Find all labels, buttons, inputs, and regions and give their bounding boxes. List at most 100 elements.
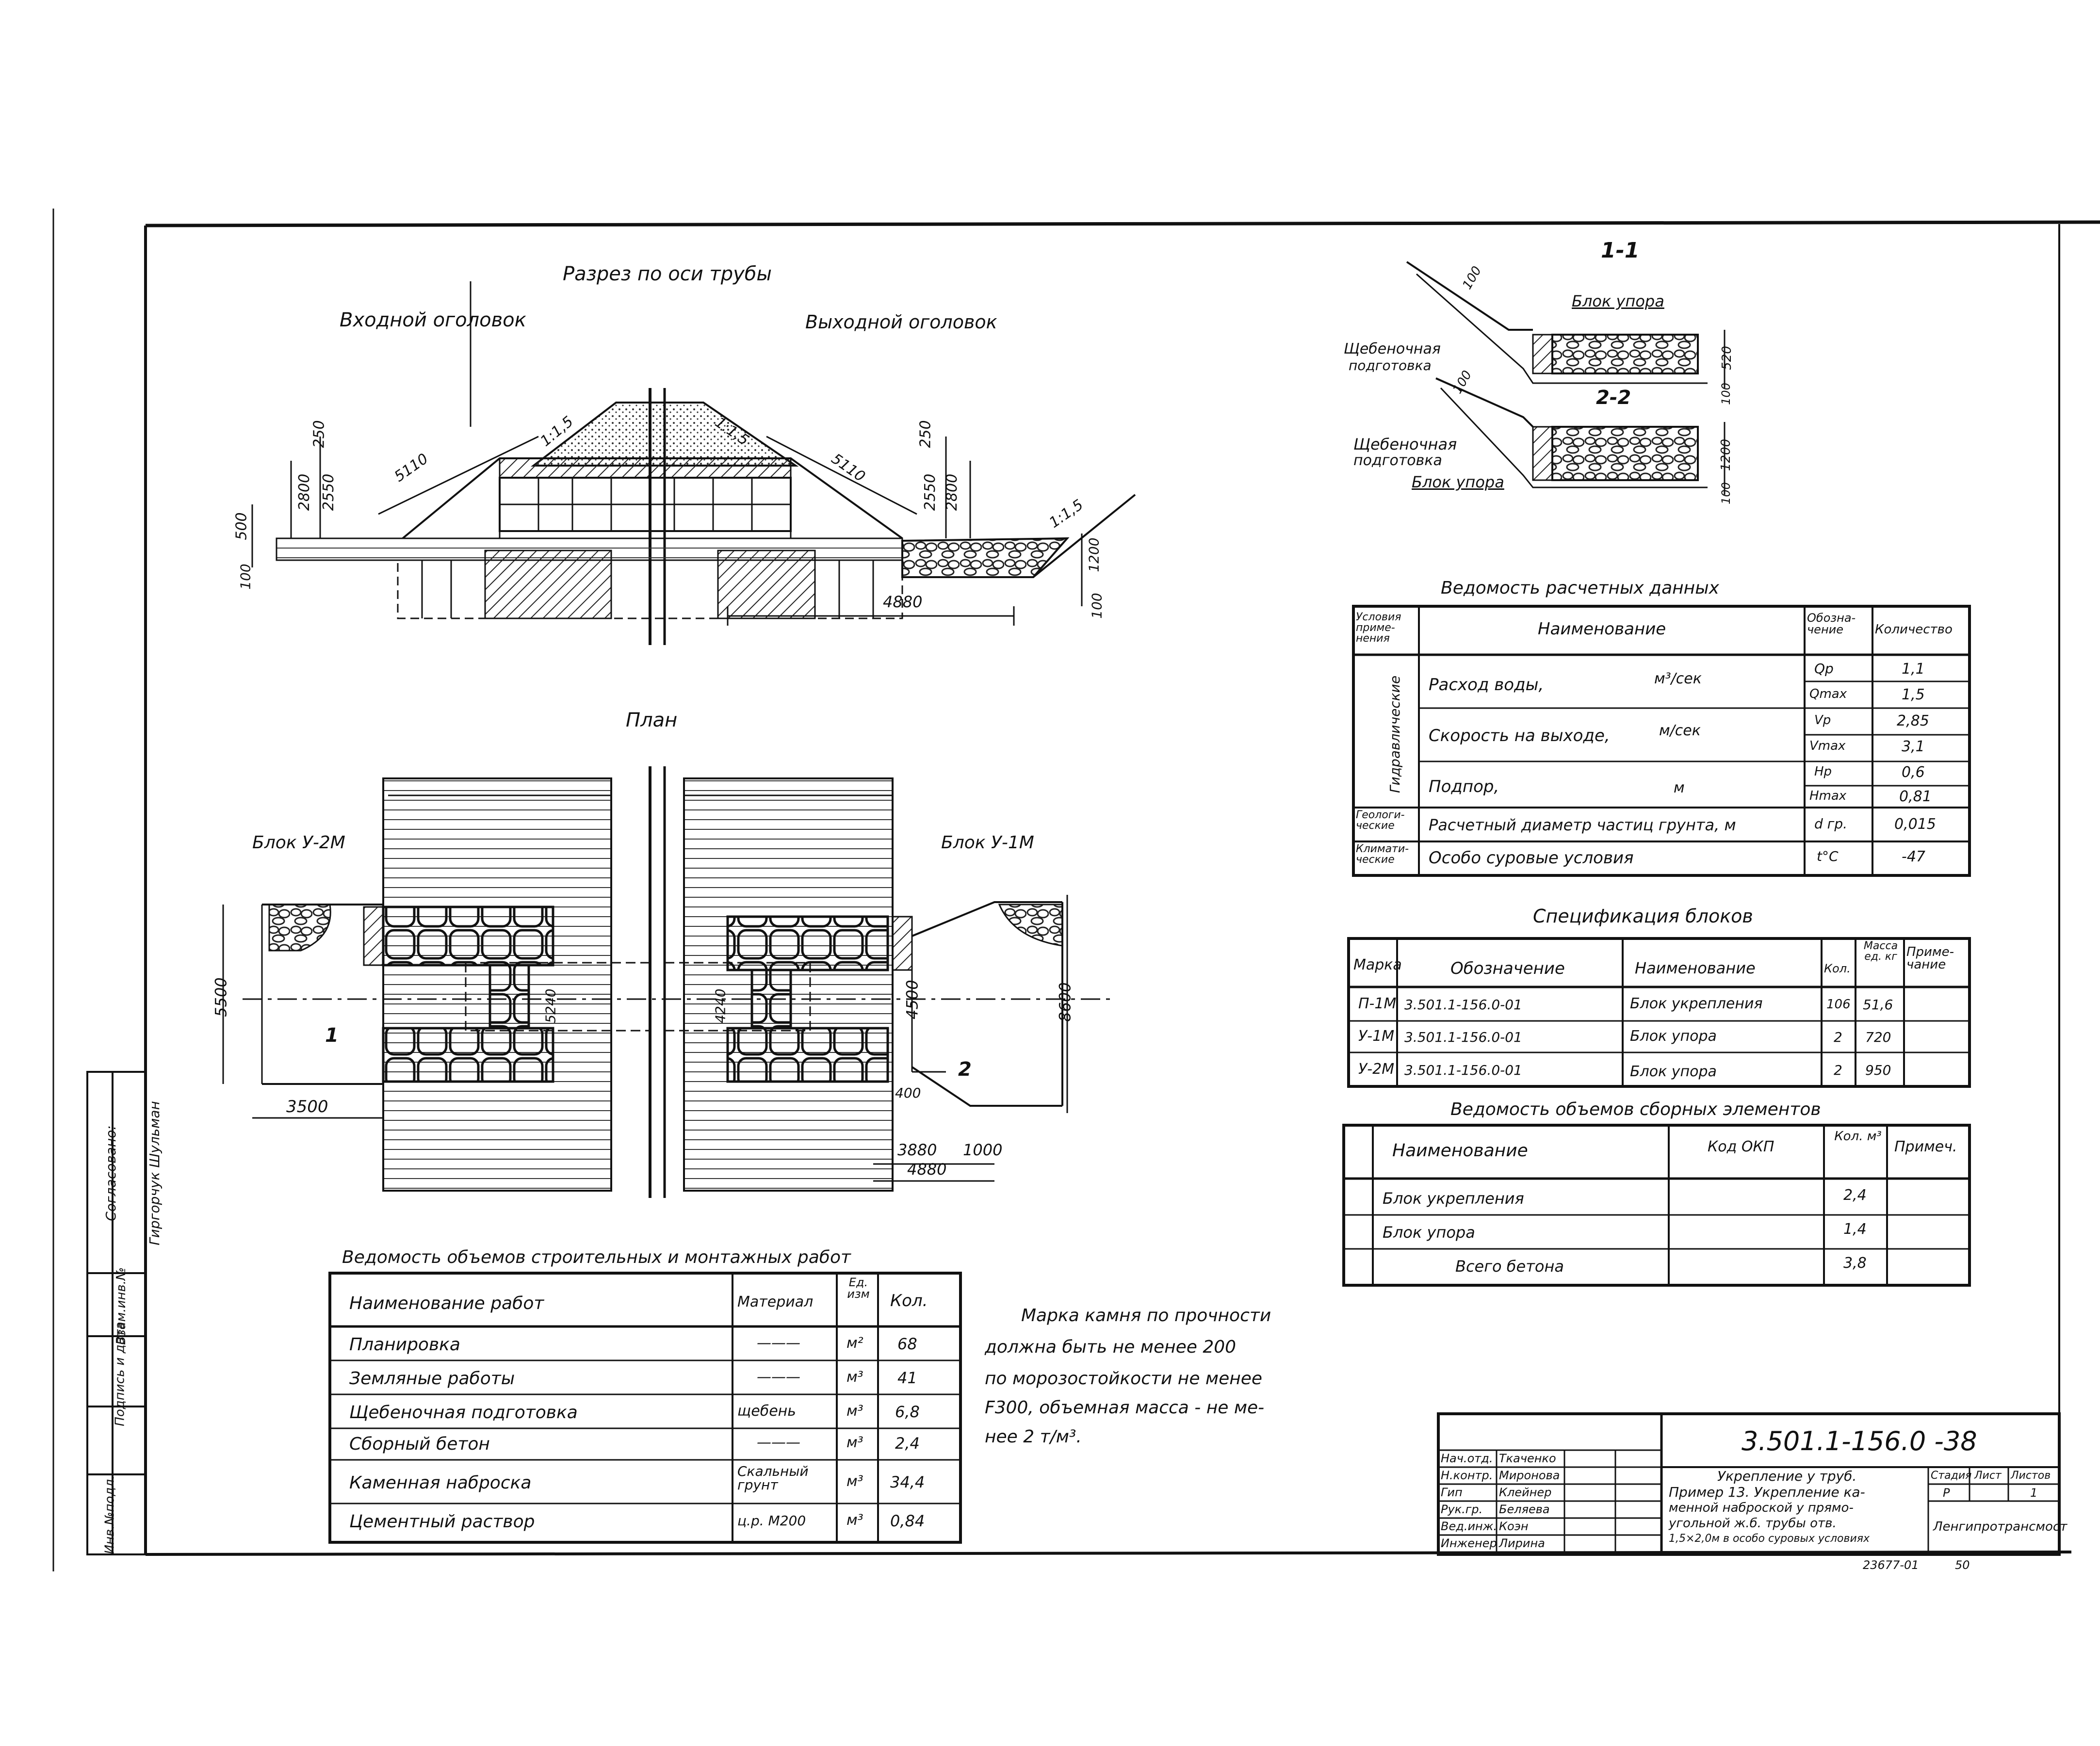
spec-row-mass: 51,6 — [1863, 997, 1893, 1013]
works-row-unit: м³ — [847, 1369, 863, 1386]
vol-header-note: Примеч. — [1894, 1138, 1957, 1155]
calc-row-name: Скорость на выходе, — [1429, 726, 1610, 745]
spec-header-name: Наименование — [1635, 959, 1756, 977]
calc-row-qty: 1,1 — [1902, 661, 1925, 678]
note-line-1: Марка камня по прочности — [1021, 1306, 1271, 1326]
dim-4240: 4240 — [712, 988, 729, 1023]
spec-row-code: 3.501.1-156.0-01 — [1404, 1029, 1522, 1045]
outlet-label: Выходной оголовок — [805, 311, 997, 333]
works-row-unit: м³ — [847, 1403, 863, 1420]
stamp-name: Клейнер — [1499, 1486, 1552, 1499]
dim-2800-right: 2800 — [944, 473, 961, 511]
works-row-qty: 41 — [897, 1369, 917, 1387]
works-row-qty: 68 — [897, 1335, 917, 1353]
gravel-1-label-b: подготовка — [1349, 357, 1432, 373]
plan-title: План — [626, 709, 678, 731]
calc-row-name: Расход воды, — [1429, 675, 1544, 695]
side-sign: Подпись и дата — [113, 1322, 128, 1426]
dim-1-1-520: 520 — [1719, 346, 1734, 370]
spec-row-mark: П-1М — [1358, 995, 1397, 1012]
gravel-2-label-a: Щебеночная — [1353, 435, 1457, 453]
section-1-1-title: 1-1 — [1601, 238, 1640, 263]
works-row-unit: м³ — [847, 1473, 863, 1490]
spec-header-code: Обозначение — [1450, 959, 1565, 978]
spec-row-qty: 106 — [1826, 997, 1851, 1012]
stamp-organization: Ленгипротрансмост — [1933, 1520, 2067, 1534]
gravel-2-label-b: подготовка — [1353, 452, 1442, 469]
dim-2-2-100b: 100 — [1719, 482, 1733, 504]
dim-250-right: 250 — [917, 420, 934, 448]
vol-row-name: Блок упора — [1383, 1223, 1475, 1242]
stamp-role: Рук.гр. — [1441, 1503, 1483, 1516]
dim-250-left: 250 — [310, 420, 328, 448]
vol-row-name: Всего бетона — [1455, 1257, 1564, 1276]
vol-row-name: Блок укрепления — [1383, 1189, 1524, 1208]
inlet-label: Входной оголовок — [340, 309, 526, 331]
calc-table-grid — [1352, 605, 1971, 877]
calc-header-sym: Обозна- чение — [1807, 611, 1856, 636]
spec-row-qty: 2 — [1834, 1029, 1842, 1045]
side-agreed: Согласовано: — [102, 1125, 119, 1221]
works-row-unit: м³ — [847, 1434, 863, 1451]
calc-row-sym: Qmax — [1809, 687, 1847, 701]
dim-3880: 3880 — [897, 1141, 937, 1159]
spec-row-name: Блок укрепления — [1630, 995, 1763, 1012]
calc-row-qty: 1,5 — [1902, 686, 1925, 703]
spec-row-mark: У-2М — [1358, 1061, 1395, 1078]
drawing-code: 3.501.1-156.0 -38 — [1742, 1426, 1977, 1456]
note-line-2: должна быть не менее 200 — [985, 1337, 1237, 1357]
dim-100-right: 100 — [1089, 593, 1105, 619]
spec-row-name: Блок упора — [1630, 1063, 1717, 1080]
spec-row-mark: У-1М — [1358, 1028, 1395, 1045]
vol-header-name: Наименование — [1392, 1141, 1528, 1161]
works-header-qty: Кол. — [890, 1291, 928, 1310]
side-stamp — [86, 1071, 147, 1555]
vol-row-qty: 3,8 — [1843, 1255, 1867, 1272]
works-row-mat: ——— — [757, 1434, 800, 1451]
spec-header-qty: Кол. — [1824, 962, 1851, 975]
title-block-grid — [1437, 1412, 2061, 1556]
dim-100-left: 100 — [237, 564, 254, 590]
sections-drawing — [1406, 261, 1726, 495]
dim-1000: 1000 — [963, 1141, 1003, 1159]
stamp-sheets-value: 1 — [2030, 1486, 2038, 1500]
vol-header-code: Код ОКП — [1708, 1138, 1774, 1155]
stamp-role: Гип — [1441, 1486, 1463, 1499]
stamp-role: Н.контр. — [1441, 1469, 1493, 1482]
stamp-title-line: менной наброской у прямо- — [1669, 1501, 1854, 1515]
vol-row-qty: 2,4 — [1843, 1187, 1867, 1204]
calc-row-qty: 3,1 — [1902, 738, 1925, 755]
calc-group-geo: Геологи- ческие — [1356, 809, 1405, 832]
works-row-name: Земляные работы — [349, 1369, 515, 1389]
sheet-frame — [52, 209, 2100, 1571]
calc-row-sym: Vmax — [1809, 739, 1846, 753]
calc-row-qty: 2,85 — [1897, 712, 1929, 729]
works-row-mat: ц.р. М200 — [737, 1513, 806, 1529]
works-row-qty: 34,4 — [890, 1473, 925, 1491]
calc-row-name: Подпор, — [1429, 777, 1499, 796]
dim-1200: 1200 — [1086, 537, 1102, 572]
works-row-mat: ——— — [757, 1369, 800, 1386]
calc-header-qty: Количество — [1875, 622, 1953, 637]
works-header-mat: Материал — [737, 1293, 814, 1310]
dim-1-1-100b: 100 — [1719, 383, 1733, 405]
works-row-name: Цементный раствор — [349, 1512, 535, 1532]
spec-row-code: 3.501.1-156.0-01 — [1404, 1062, 1522, 1078]
stamp-sheets-header: Листов — [2011, 1470, 2051, 1482]
calc-row-qty: 0,015 — [1894, 816, 1936, 833]
dim-8600: 8600 — [1056, 982, 1074, 1022]
spec-table-title: Спецификация блоков — [1533, 905, 1753, 927]
calc-row-sym: Vр — [1814, 713, 1831, 728]
cut-mark-2: 2 — [958, 1058, 972, 1081]
footer-page: 50 — [1955, 1558, 1970, 1572]
works-row-unit: м² — [847, 1335, 863, 1352]
calc-row-sym: Hmax — [1809, 789, 1847, 803]
works-row-qty: 0,84 — [890, 1512, 925, 1530]
note-line-3: по морозостойкости не менее — [985, 1369, 1263, 1389]
stamp-name: Лирина — [1499, 1536, 1545, 1550]
footer-number: 23677-01 — [1863, 1558, 1919, 1572]
vol-table-title: Ведомость объемов сборных элементов — [1450, 1099, 1821, 1119]
calc-header-cond: Условия приме- нения — [1356, 611, 1401, 645]
stamp-role: Вед.инж. — [1441, 1520, 1497, 1533]
